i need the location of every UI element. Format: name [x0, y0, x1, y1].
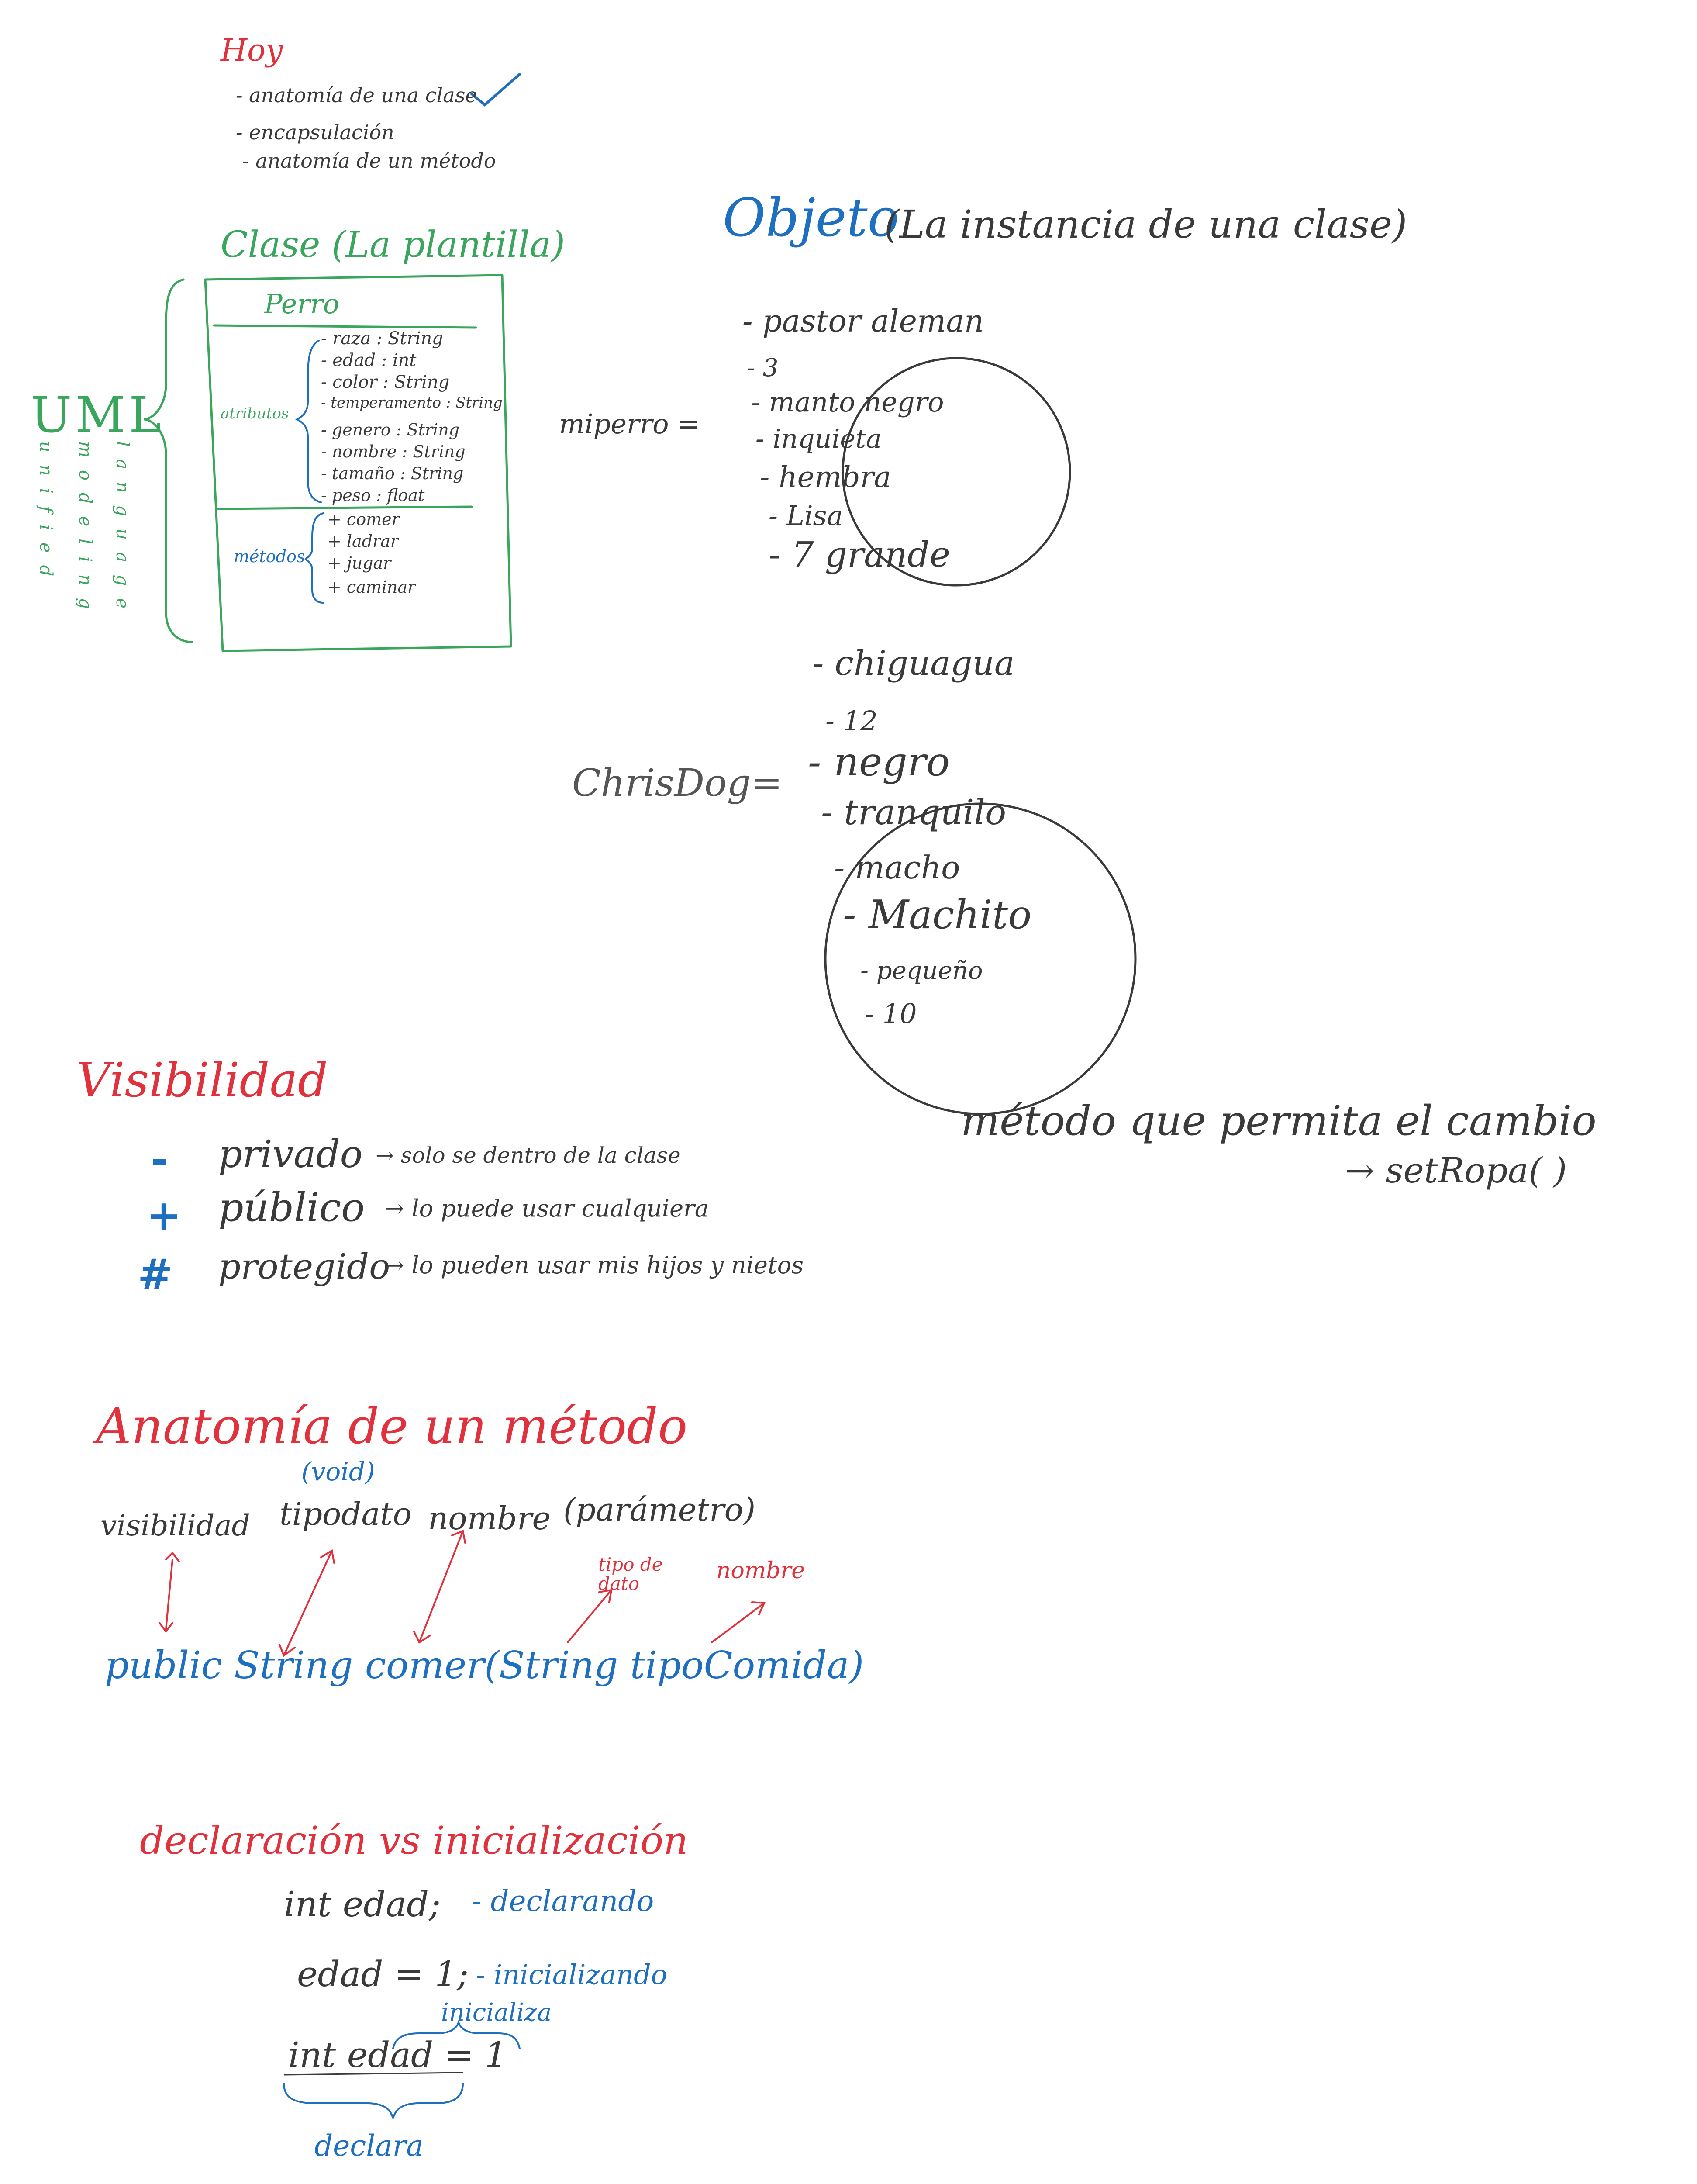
object-circle-chrisdog	[824, 802, 1137, 1115]
code-line-1: int edad;	[284, 1884, 441, 1925]
agenda-item: - anatomía de una clase	[236, 83, 477, 107]
obj2-value: - pequeño	[860, 957, 983, 985]
param-note-tipo-de-dato: tipo de dato	[598, 1554, 663, 1595]
metodo-item: + jugar	[328, 553, 391, 573]
plus-symbol-icon: +	[146, 1191, 182, 1240]
metodos-label: métodos	[234, 547, 305, 566]
declara-label: declara	[314, 2129, 424, 2163]
obj1-value: - 3	[747, 354, 779, 382]
obj1-value: - Lisa	[769, 500, 843, 532]
declaracion-title: declaración vs inicialización	[140, 1818, 688, 1863]
obj2-value: - 12	[825, 705, 878, 737]
arrow-param-nombre	[711, 1602, 765, 1643]
obj2-value: - chiguagua	[812, 644, 1015, 683]
agenda-title: Hoy	[221, 32, 283, 68]
underline-int-edad	[283, 2072, 463, 2076]
method-example: public String comer(String tipoComida)	[105, 1644, 864, 1687]
agenda-item: - anatomía de un método	[242, 149, 496, 173]
atributo-item: - peso : float	[321, 486, 425, 505]
obj1-value: - manto negro	[751, 386, 944, 418]
obj2-value: - negro	[808, 739, 950, 785]
metodo-item: + comer	[328, 510, 400, 529]
obj1-name: miperro =	[559, 408, 700, 440]
atributo-item: - temperamento : String	[321, 394, 503, 411]
metodos-brace	[304, 512, 324, 604]
uml-word-unified: unified	[36, 441, 56, 589]
objeto-heading-rest: (La instancia de una clase)	[884, 202, 1407, 247]
class-name: Perro	[264, 288, 340, 320]
uml-word-modeling: modeling	[75, 441, 95, 622]
arrow-tipo-de-dato	[567, 1589, 612, 1643]
anatomy-part: nombre	[428, 1500, 551, 1537]
obj2-value: - 10	[865, 998, 917, 1030]
visibility-name: público	[218, 1185, 365, 1230]
visibilidad-title: Visibilidad	[76, 1053, 328, 1108]
void-note: (void)	[301, 1457, 375, 1486]
hash-symbol-icon: #	[138, 1250, 173, 1299]
declara-brace	[283, 2083, 464, 2119]
obj1-value: - 7 grande	[769, 534, 951, 575]
visibility-desc: → lo puede usar cualquiera	[384, 1195, 709, 1222]
minus-symbol-icon: -	[151, 1134, 168, 1183]
arrow-tipodato	[283, 1550, 333, 1656]
obj2-value: - macho	[834, 849, 960, 886]
clase-heading: Clase (La plantilla)	[221, 224, 565, 266]
metodo-item: + ladrar	[328, 532, 399, 551]
code-note-inicializando: - inicializando	[476, 1959, 667, 1990]
atributo-item: - raza : String	[321, 328, 443, 349]
arrow-visibilidad	[165, 1559, 173, 1630]
object-circle-miperro	[842, 357, 1071, 587]
agenda-item: - encapsulación	[236, 121, 394, 144]
atributo-item: - edad : int	[321, 350, 417, 370]
atributo-item: - genero : String	[321, 420, 460, 439]
uml-class-box	[144, 274, 512, 652]
obj2-value: - tranquilo	[821, 792, 1007, 833]
visibility-desc: → solo se dentro de la clase	[376, 1143, 681, 1168]
setter-example: → setRopa( )	[1345, 1150, 1567, 1191]
uml-label: UML	[31, 387, 165, 444]
anatomy-part: (parámetro)	[563, 1491, 756, 1528]
atributo-item: - color : String	[321, 372, 450, 392]
check-mark-icon	[470, 73, 521, 107]
code-line-3: int edad = 1	[288, 2035, 507, 2075]
code-line-2: edad = 1;	[297, 1954, 469, 1994]
obj1-value: - hembra	[760, 460, 891, 494]
arrow-nombre	[418, 1530, 464, 1643]
anatomy-part: visibilidad	[100, 1509, 250, 1542]
atributos-brace	[295, 340, 322, 503]
visibility-name: privado	[218, 1133, 363, 1176]
anatomia-title: Anatomía de un método	[96, 1398, 688, 1455]
setter-note: método que permita el cambio	[961, 1097, 1597, 1145]
inicializa-brace	[392, 2019, 521, 2049]
objeto-heading-word: Objeto	[723, 188, 899, 249]
param-note-nombre: nombre	[716, 1558, 805, 1584]
obj1-value: - pastor aleman	[742, 303, 984, 339]
code-note-declarando: - declarando	[472, 1884, 654, 1918]
atributos-label: atributos	[221, 405, 289, 422]
anatomy-part: tipodato	[279, 1496, 412, 1532]
visibility-desc: → lo pueden usar mis hijos y nietos	[384, 1251, 804, 1279]
inicializa-label: inicializa	[441, 1998, 552, 2027]
uml-word-language: language	[112, 441, 132, 621]
obj1-value: - inquieta	[755, 424, 882, 454]
obj2-value: - Machito	[843, 892, 1032, 938]
visibility-name: protegido	[218, 1246, 390, 1287]
metodo-item: + caminar	[328, 577, 416, 597]
obj2-name: ChrisDog=	[572, 761, 783, 805]
atributo-item: - nombre : String	[321, 442, 466, 461]
atributo-item: - tamaño : String	[321, 464, 464, 483]
